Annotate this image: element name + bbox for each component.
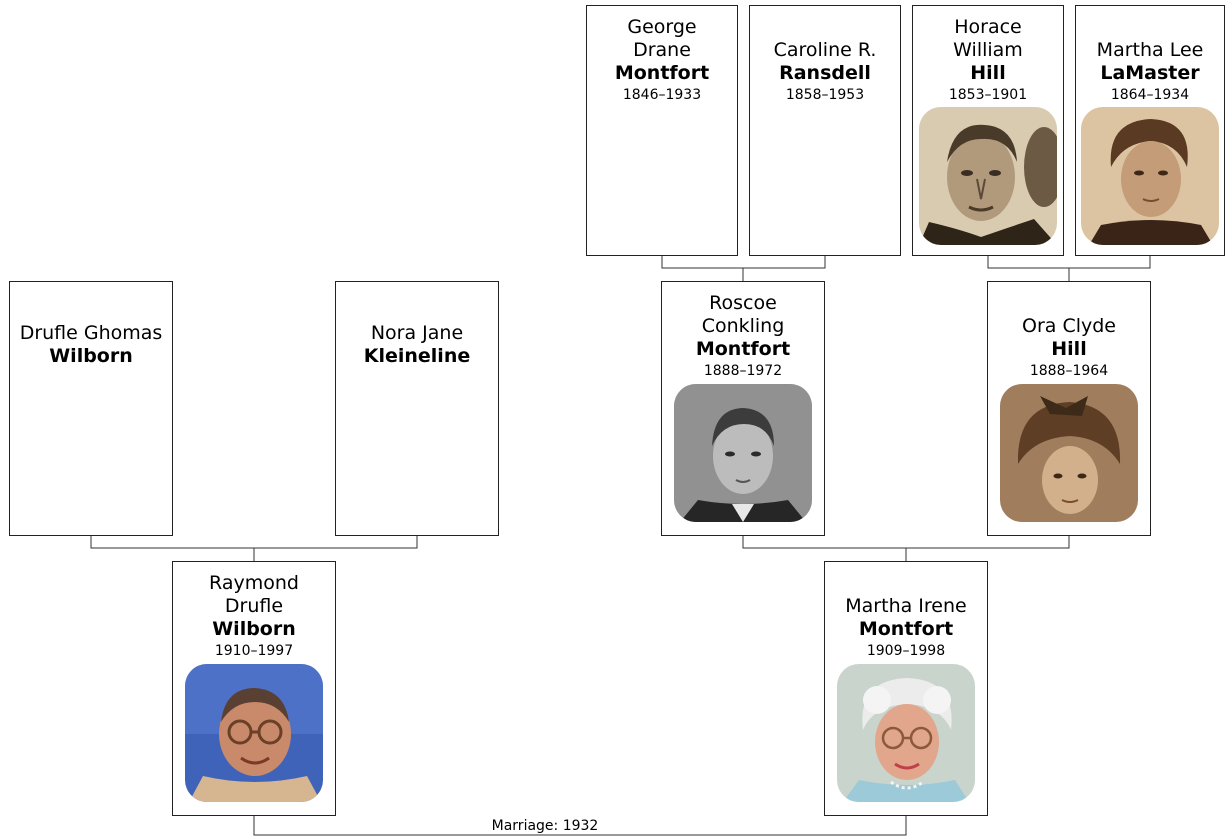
person-card-horace-william-hill[interactable]: Horace William Hill 1853–1901 bbox=[912, 5, 1064, 256]
person-card-nora-jane-kleineline[interactable]: Nora Jane Kleineline bbox=[335, 281, 499, 536]
surname: Hill bbox=[970, 62, 1006, 84]
surname: Wilborn bbox=[212, 618, 296, 640]
person-card-martha-irene-montfort[interactable]: Martha Irene Montfort 1909–1998 bbox=[824, 561, 988, 816]
portrait-photo bbox=[837, 664, 975, 802]
life-years: 1888–1964 bbox=[1029, 363, 1109, 379]
life-years: 1888–1972 bbox=[703, 363, 783, 379]
portrait-photo bbox=[674, 384, 812, 522]
given-name: Nora Jane bbox=[370, 322, 464, 344]
life-years: 1910–1997 bbox=[214, 643, 294, 659]
given-name: Caroline R. bbox=[773, 39, 877, 61]
person-card-roscoe-conkling-montfort[interactable]: Roscoe Conkling Montfort 1888–1972 bbox=[661, 281, 825, 536]
given-name: Martha Lee bbox=[1096, 39, 1204, 61]
given-name: Roscoe Conkling bbox=[701, 292, 785, 337]
life-years: 1846–1933 bbox=[622, 87, 702, 103]
portrait-photo bbox=[1000, 384, 1138, 522]
surname: Wilborn bbox=[49, 345, 133, 367]
surname: Montfort bbox=[695, 338, 791, 360]
surname: Montfort bbox=[858, 618, 954, 640]
given-name: Ora Clyde bbox=[1022, 315, 1116, 337]
surname: Kleineline bbox=[363, 345, 471, 367]
life-years: 1909–1998 bbox=[866, 643, 946, 659]
surname: Hill bbox=[1051, 338, 1087, 360]
person-card-george-drane-montfort[interactable]: George Drane Montfort 1846–1933 bbox=[586, 5, 738, 256]
given-name: Raymond Drufle bbox=[209, 572, 299, 617]
person-card-drufle-ghomas-wilborn[interactable]: Drufle Ghomas Wilborn bbox=[9, 281, 173, 536]
life-years: 1853–1901 bbox=[948, 87, 1028, 103]
given-name: Martha Irene bbox=[845, 595, 967, 617]
surname: LaMaster bbox=[1100, 62, 1200, 84]
given-name: Horace William bbox=[953, 16, 1023, 61]
person-card-raymond-drufle-wilborn[interactable]: Raymond Drufle Wilborn 1910–1997 bbox=[172, 561, 336, 816]
given-name: George Drane bbox=[627, 16, 697, 61]
person-card-caroline-ransdell[interactable]: Caroline R. Ransdell 1858–1953 bbox=[749, 5, 901, 256]
life-years: 1864–1934 bbox=[1110, 87, 1190, 103]
marriage-label: Marriage: 1932 bbox=[480, 818, 610, 834]
portrait-photo bbox=[919, 107, 1057, 245]
person-card-ora-clyde-hill[interactable]: Ora Clyde Hill 1888–1964 bbox=[987, 281, 1151, 536]
portrait-photo bbox=[185, 664, 323, 802]
surname: Ransdell bbox=[779, 62, 871, 84]
portrait-photo bbox=[1081, 107, 1219, 245]
life-years: 1858–1953 bbox=[785, 87, 865, 103]
given-name: Drufle Ghomas bbox=[19, 322, 163, 344]
person-card-martha-lee-lamaster[interactable]: Martha Lee LaMaster 1864–1934 bbox=[1075, 5, 1225, 256]
surname: Montfort bbox=[614, 62, 710, 84]
